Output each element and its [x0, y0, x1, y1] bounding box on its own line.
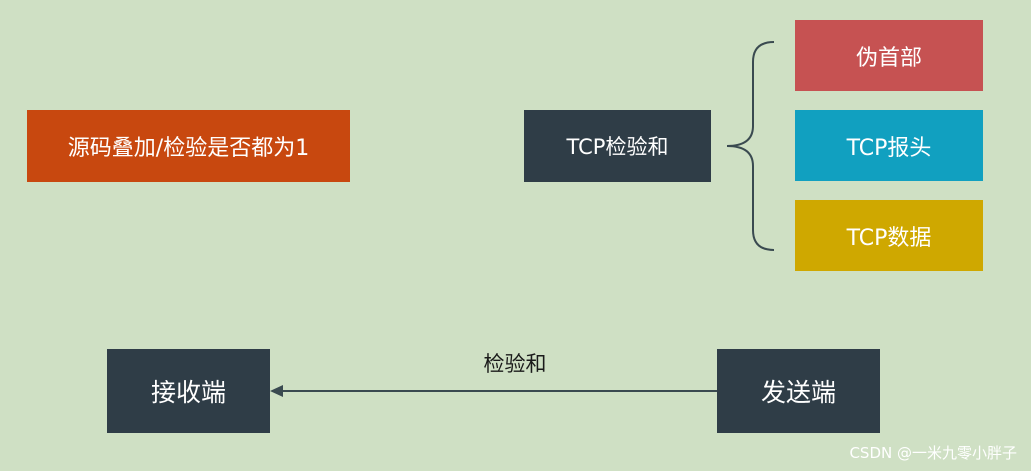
tcp-header-box: TCP报头 [795, 110, 983, 181]
curly-brace [726, 41, 775, 251]
tcp-checksum-box: TCP检验和 [524, 110, 711, 182]
sender-box: 发送端 [717, 349, 880, 433]
pseudo-header-box: 伪首部 [795, 20, 983, 91]
arrow-head [270, 385, 283, 397]
checksum-rule-box: 源码叠加/检验是否都为1 [27, 110, 350, 182]
receiver-box: 接收端 [107, 349, 270, 433]
watermark-text: CSDN @一米九零小胖子 [849, 444, 1017, 462]
tcp-data-box: TCP数据 [795, 200, 983, 271]
arrow-label: 检验和 [483, 352, 547, 376]
